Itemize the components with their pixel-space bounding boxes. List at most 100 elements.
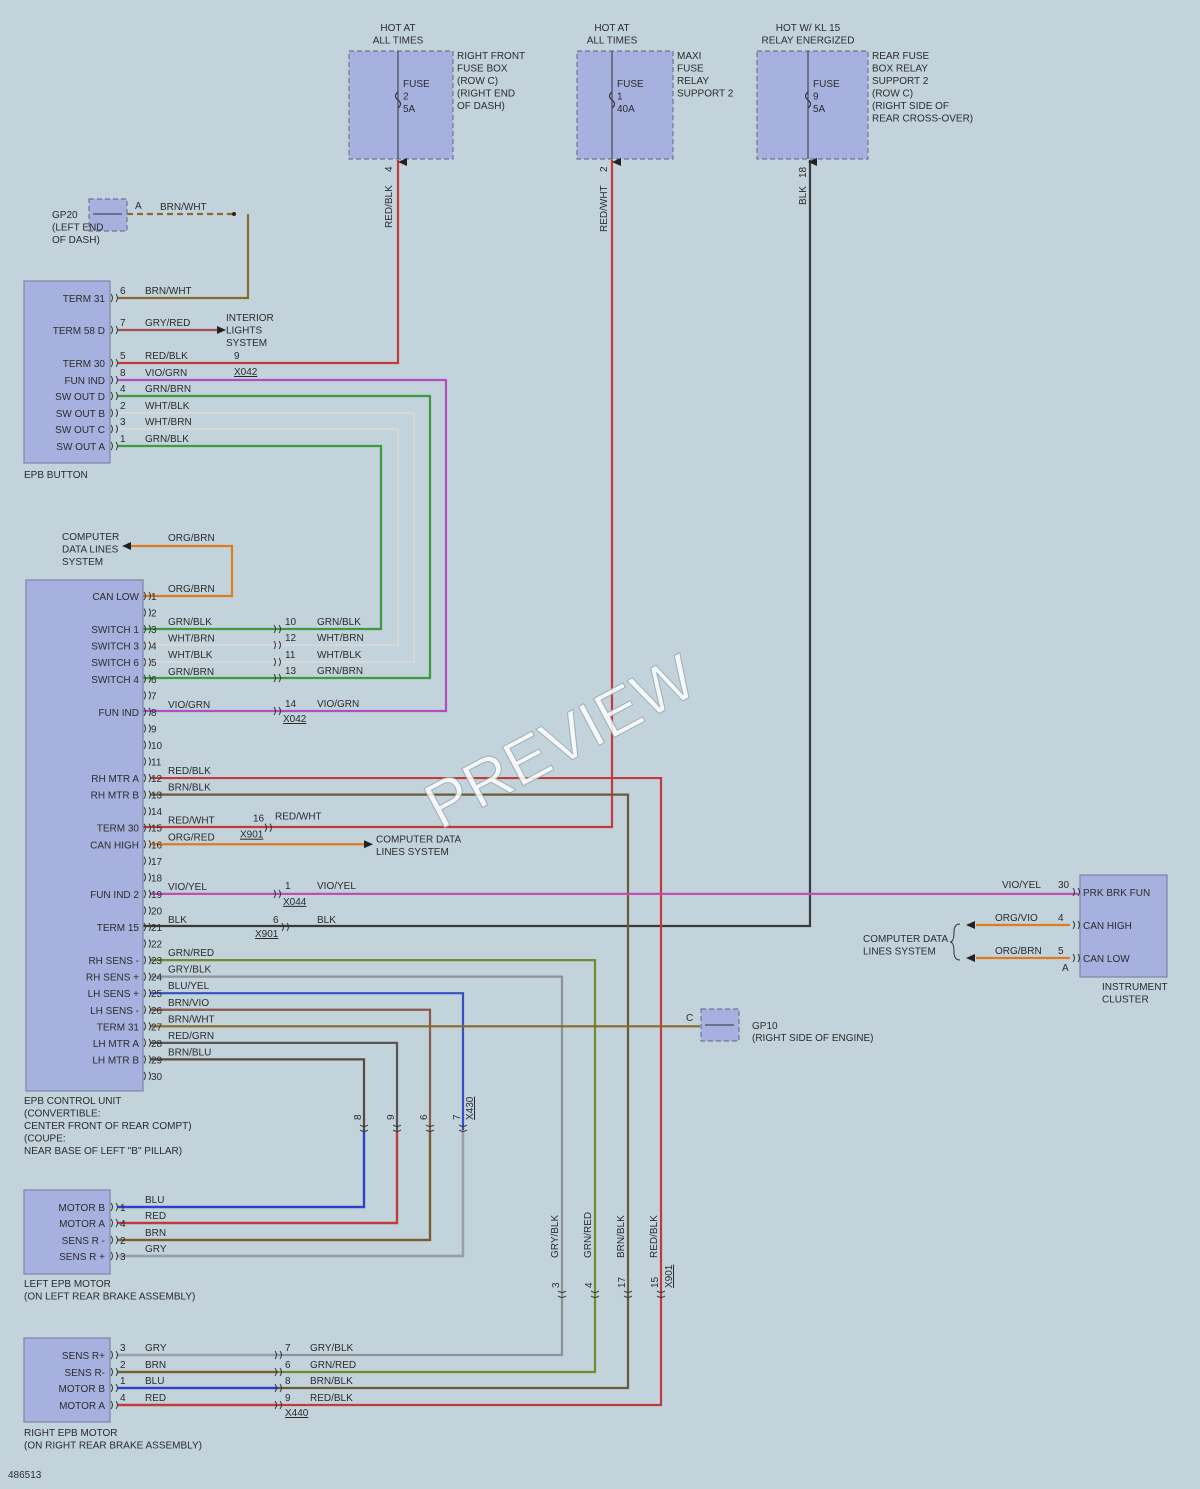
- wire-label: BRN/BLK: [616, 1215, 627, 1258]
- wire-label: ORG/RED: [168, 832, 215, 843]
- wire-label: VIO/YEL: [168, 882, 207, 893]
- wire-label: ORG/VIO: [995, 913, 1038, 924]
- left-epb-motor: [23, 1189, 111, 1275]
- fuse-box-1: [348, 50, 454, 160]
- control-unit-name: NEAR BASE OF LEFT "B" PILLAR): [24, 1146, 182, 1157]
- right-motor-name: (ON RIGHT REAR BRAKE ASSEMBLY): [24, 1441, 202, 1452]
- control-unit-pin-connector: [143, 691, 151, 700]
- control-unit-pin-connector: [143, 707, 151, 717]
- pin-number: 7: [452, 1114, 463, 1120]
- right-motor-pin-connector: [110, 1367, 118, 1377]
- wire-label: WHT/BRN: [317, 633, 364, 644]
- wire-term31-button: [118, 214, 250, 300]
- connector-label: X042: [234, 367, 258, 378]
- control-unit-pin-connector: [143, 724, 151, 733]
- wire-label: ORG/BRN: [995, 946, 1042, 957]
- fuse-box-2: [576, 50, 674, 160]
- wire-label: ORG/BRN: [168, 584, 215, 595]
- wire-term30-button: [118, 160, 400, 365]
- pin-number: 11: [285, 650, 296, 661]
- pin-number: 11: [151, 758, 162, 769]
- control-unit-pin-label: LH SENS -: [90, 1006, 139, 1017]
- fuse-header: HOT AT: [594, 23, 629, 34]
- wire-label: BLK: [317, 915, 336, 926]
- computer-data-mid-arrow: [364, 840, 373, 849]
- left-motor-pin-label: SENS R -: [62, 1236, 105, 1247]
- pin-number: 6: [273, 915, 279, 926]
- wire-label: GRN/BRN: [168, 667, 214, 678]
- epb-button-pin-label: SW OUT B: [56, 409, 106, 420]
- wire-sw-out-b: [118, 411, 416, 664]
- control-unit-pin-label: LH SENS +: [88, 989, 140, 1000]
- wire-label: BRN/VIO: [168, 998, 209, 1009]
- pin-number: 3: [120, 417, 126, 428]
- x901-bottom-connector: [557, 1290, 567, 1298]
- wire-label: RED/WHT: [168, 816, 215, 827]
- right-motor-pin-connector: [110, 1400, 118, 1410]
- wire-label: WHT/BLK: [145, 401, 190, 412]
- control-unit-pin-label: RH MTR A: [91, 774, 139, 785]
- cluster-can-high-arrow: [966, 921, 975, 929]
- wire-fun-ind: [118, 378, 448, 713]
- computer-data-top-label: DATA LINES: [62, 545, 119, 556]
- diagram-id: 486513: [8, 1470, 42, 1481]
- wire-label: RED/WHT: [275, 812, 322, 823]
- instrument-cluster-pin-connector: [1072, 953, 1080, 963]
- pin-number: 15: [151, 824, 163, 835]
- instrument-cluster-name: INSTRUMENT: [1102, 982, 1168, 993]
- pin-number: 10: [151, 741, 163, 752]
- right-motor-pin-connector: [110, 1383, 118, 1393]
- wire-label: RED/BLK: [310, 1393, 353, 1404]
- control-unit-pin-connector: [143, 790, 151, 799]
- connector-label: X044: [283, 897, 307, 908]
- control-unit-pin-label: TERM 30: [97, 824, 140, 835]
- left-motor-pin-connector: [110, 1218, 118, 1228]
- pin-number: 18: [798, 166, 809, 178]
- pin-number: 16: [151, 840, 163, 851]
- wire-label: RED/BLK: [649, 1215, 660, 1258]
- x440-connector: [274, 1367, 282, 1377]
- pin-number: 2: [599, 166, 610, 172]
- wire-label: GRN/RED: [310, 1360, 356, 1371]
- fuse-icon: [394, 91, 402, 109]
- fuse-location: MAXI: [677, 51, 701, 62]
- x901-connector: [281, 922, 289, 932]
- wire-can-low: [118, 544, 234, 598]
- connector-label: X901: [240, 830, 264, 841]
- pin-number: 1: [120, 1203, 126, 1214]
- pin-number: 4: [151, 642, 157, 653]
- fuse-location: (ROW C): [872, 89, 913, 100]
- left-motor-pin-connector: [110, 1235, 118, 1245]
- x430-connector: [458, 1124, 468, 1132]
- x901-bottom-connector: [656, 1290, 666, 1298]
- fuse-location: (RIGHT END: [457, 89, 515, 100]
- wire-label: GRN/BLK: [145, 434, 189, 445]
- control-unit-pin-connector: [143, 839, 151, 849]
- epb-button-pin-connector: [110, 325, 118, 335]
- fuse-label: FUSE: [813, 79, 840, 90]
- pin-number: 26: [151, 1006, 163, 1017]
- pin-number: 1: [120, 1376, 126, 1387]
- splice-dot: [232, 212, 236, 216]
- fuse-location: RIGHT FRONT: [457, 51, 525, 62]
- computer-data-mid-label: COMPUTER DATA: [376, 834, 462, 845]
- connector-label: X440: [285, 1408, 309, 1419]
- fuse-header: HOT W/ KL 15: [776, 23, 841, 34]
- left-motor-name: LEFT EPB MOTOR: [24, 1279, 111, 1290]
- pin-number: 19: [151, 890, 163, 901]
- gp20-label: GP20: [52, 210, 78, 221]
- wire-label: GRN/BLK: [168, 617, 212, 628]
- wire-label: BRN/WHT: [145, 286, 192, 297]
- control-unit-pin-label: SWITCH 1: [91, 625, 139, 636]
- fuse-location: OF DASH): [457, 101, 505, 112]
- pin-number: 7: [285, 1343, 291, 1354]
- control-unit-pin-label: SWITCH 4: [91, 675, 139, 686]
- pin-number: 7: [151, 691, 157, 702]
- right-motor-pin-label: MOTOR B: [59, 1384, 106, 1395]
- pin-number: 4: [120, 384, 126, 395]
- arrow: [612, 158, 621, 166]
- x440-connector: [274, 1400, 282, 1410]
- control-unit-pin-label: TERM 15: [97, 923, 140, 934]
- pin-number: 16: [253, 814, 265, 825]
- fuse-location: FUSE: [677, 64, 704, 75]
